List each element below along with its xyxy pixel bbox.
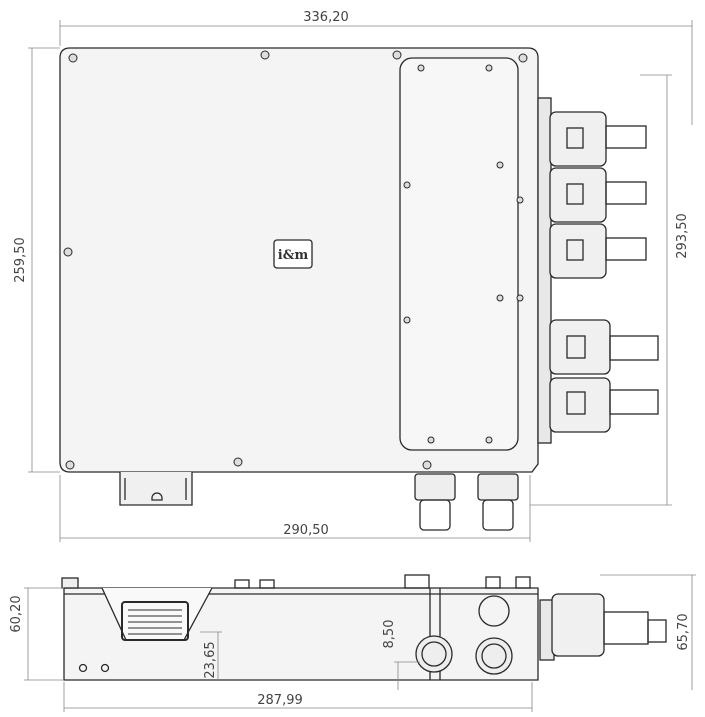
cable-glands-top xyxy=(414,473,519,531)
logo-text: i&m xyxy=(278,248,309,263)
side-gland-left xyxy=(415,635,453,673)
dim-side-height-left: 60,20 xyxy=(9,595,24,632)
hv-connectors-upper xyxy=(549,111,647,279)
dim-connector-offset: 23,65 xyxy=(203,641,218,678)
side-view xyxy=(61,574,667,681)
dim-height-left: 259,50 xyxy=(13,237,28,283)
dim-width-overall: 336,20 xyxy=(303,10,349,25)
bottom-connector xyxy=(119,472,193,506)
dim-side-length: 287,99 xyxy=(257,693,303,708)
cover-plate xyxy=(399,57,519,451)
top-view xyxy=(59,47,659,531)
top-view-dimensions xyxy=(28,20,693,542)
hv-connectors-lower xyxy=(549,319,659,433)
brand-logo: i&m xyxy=(273,239,313,269)
dim-gland-offset: 8,50 xyxy=(382,620,397,649)
connector-base-strip xyxy=(537,97,552,444)
side-view-dimensions xyxy=(24,574,696,712)
dim-height-right: 293,50 xyxy=(675,213,690,259)
dim-width-bottom: 290,50 xyxy=(283,523,329,538)
dim-side-height-right: 65,70 xyxy=(676,613,691,650)
screws-top-view xyxy=(63,50,528,470)
side-gland-right xyxy=(475,637,513,675)
